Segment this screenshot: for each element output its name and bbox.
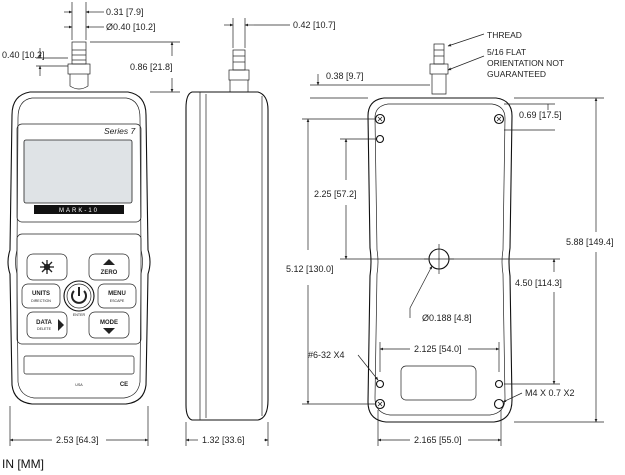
side-body-outline [185, 91, 269, 421]
series-label: Series 7 [104, 126, 135, 136]
dim-back-total-hole-span: 5.12 [130.0] [286, 264, 334, 274]
power-icon [71, 287, 87, 304]
note-flat-line2: ORIENTATION NOT [487, 58, 564, 68]
units-label: IN [MM] [2, 457, 44, 471]
note-screw-x4: #6-32 X4 [308, 350, 345, 360]
brand-logo-text: MARK-10 [59, 208, 99, 214]
data-label: DATA [36, 320, 52, 326]
menu-sublabel: ESCAPE [110, 299, 125, 303]
front-dimensions: 0.31 [7.9] Ø0.40 [10.2] 0.40 [10.2] 0.86… [2, 2, 180, 446]
units-button[interactable] [21, 283, 61, 309]
screw-hole-lower-right [494, 379, 504, 389]
screw-hole-upper-left [375, 134, 385, 144]
screw-hole-top-right [493, 113, 505, 125]
brand-logo-strip [34, 205, 124, 214]
data-button[interactable] [26, 311, 68, 339]
dim-back-inner-width: 2.125 [54.0] [414, 344, 462, 354]
dim-side-stem-offset: 0.42 [10.7] [293, 20, 336, 30]
enter-label: ENTER [73, 313, 86, 317]
side-view [185, 49, 269, 421]
display-screen [23, 139, 133, 204]
dim-back-hole-inset: 0.69 [17.5] [519, 110, 562, 120]
dim-front-stem-dia: Ø0.40 [10.2] [106, 22, 156, 32]
note-flat-line1: 5/16 FLAT [487, 47, 526, 57]
front-stem-collar [67, 63, 91, 75]
dim-front-stem-height: 0.86 [21.8] [130, 62, 173, 72]
side-stem [232, 49, 246, 71]
backlight-button[interactable] [26, 253, 68, 281]
back-dimensions: 0.38 [9.7] 5.12 [130.0] 2.25 [57.2] 0.69… [286, 71, 614, 446]
dim-back-center-hole: Ø0.188 [4.8] [422, 313, 472, 323]
dim-side-depth: 1.32 [33.6] [202, 435, 245, 445]
arrow-right-icon [58, 319, 64, 331]
dim-front-width: 2.53 [64.3] [56, 435, 99, 445]
arrow-down-icon [103, 328, 115, 334]
screw-hole-lower-left [375, 379, 385, 389]
note-thread: THREAD [487, 30, 522, 40]
back-body-outline [367, 97, 513, 423]
dim-front-stem-width: 0.40 [10.2] [2, 50, 45, 60]
front-view: Series 7 MARK-10 ZERO UNITS DIRECTION ME… [7, 41, 151, 405]
screw-hole-bottom-right [493, 398, 505, 410]
note-flat-line3: GUARANTEED [487, 69, 546, 79]
front-stem [71, 41, 87, 65]
back-view [367, 43, 513, 423]
back-stem [433, 43, 445, 65]
side-dimensions: 0.42 [10.7] 1.32 [33.6] [185, 18, 336, 446]
zero-label: ZERO [101, 270, 118, 276]
arrow-up-icon [103, 259, 115, 265]
display-bezel [16, 123, 142, 223]
menu-button[interactable] [97, 283, 137, 309]
dim-back-lower-height: 4.50 [114.3] [515, 278, 562, 288]
note-screw-x2: M4 X 0.7 X2 [525, 388, 575, 398]
mode-button[interactable] [88, 311, 130, 339]
data-sublabel: DELETE [37, 327, 52, 331]
footer-usa: USA [75, 383, 83, 387]
sun-icon [40, 260, 54, 274]
dim-back-overall-width: 2.165 [55.0] [414, 435, 462, 445]
dim-back-overall-height: 5.88 [149.4] [566, 237, 614, 247]
battery-cover [400, 365, 477, 401]
power-enter-button[interactable] [63, 280, 95, 312]
units-sublabel: DIRECTION [31, 299, 51, 303]
footer-ce: CE [120, 382, 128, 388]
dim-back-top-offset: 0.38 [9.7] [326, 71, 364, 81]
dim-back-upper-height: 2.25 [57.2] [314, 189, 357, 199]
keypad-bezel [16, 233, 142, 345]
menu-label: MENU [108, 291, 126, 297]
zero-button[interactable] [88, 253, 130, 281]
mode-label: MODE [100, 320, 118, 326]
units-label: UNITS [32, 291, 50, 297]
dim-front-top-offset: 0.31 [7.9] [106, 7, 144, 17]
front-body-outline [7, 91, 151, 405]
back-notes: THREAD 5/16 FLAT ORIENTATION NOT GUARANT… [447, 30, 564, 79]
label-plate [23, 355, 135, 375]
